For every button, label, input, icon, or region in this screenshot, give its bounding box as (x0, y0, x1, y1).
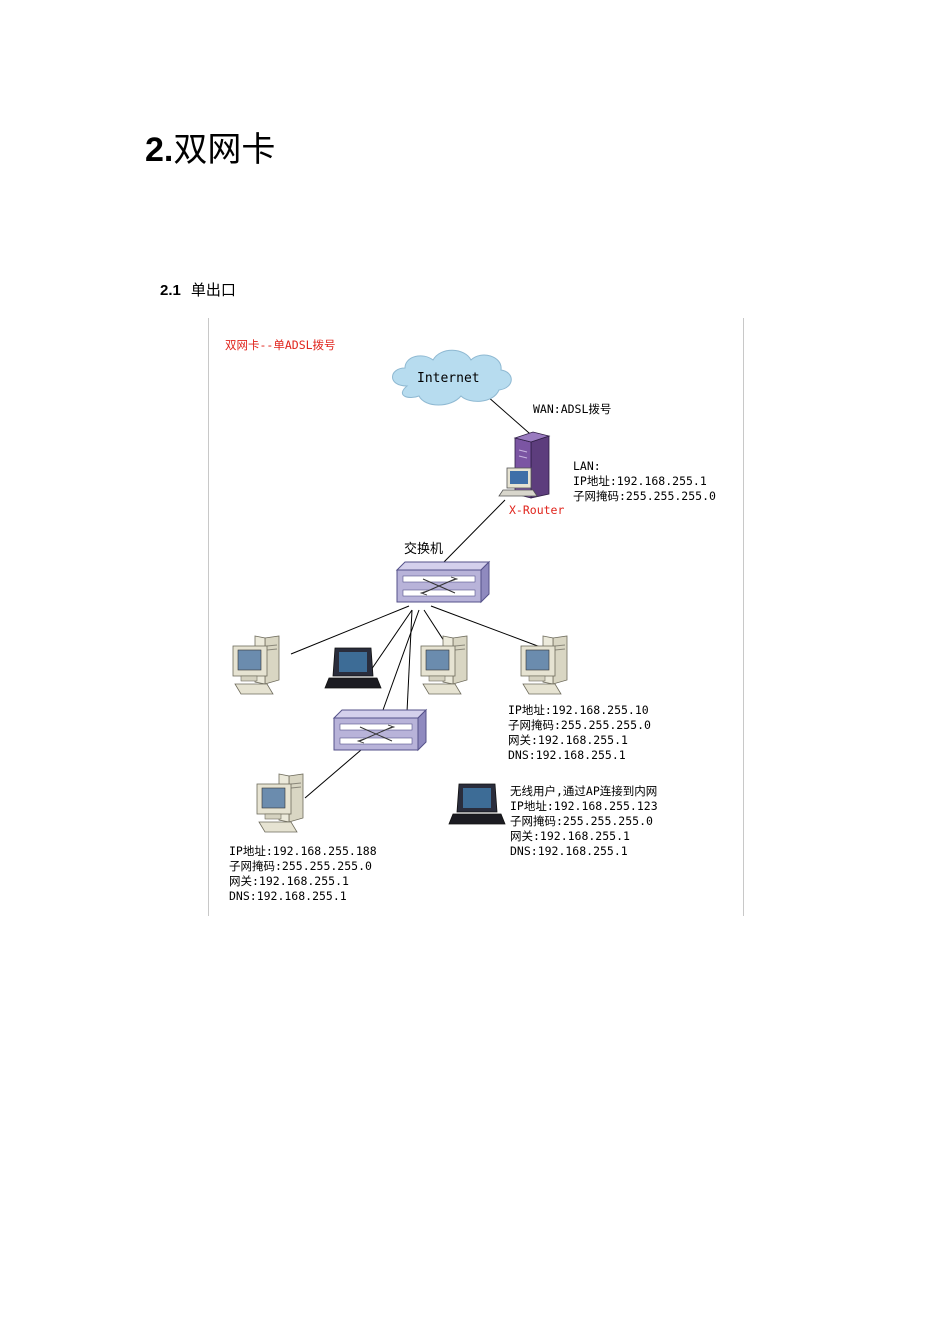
internet-cloud (392, 349, 512, 406)
desktop-pc-icon (232, 635, 280, 695)
wireless-gateway: 网关:192.168.255.1 (510, 829, 630, 843)
internet-label: Internet (417, 371, 480, 386)
pc-bottom-mask: 子网掩码:255.255.255.0 (229, 859, 372, 873)
subsection-number: 2.1 (160, 282, 181, 299)
router-name: X-Router (509, 503, 565, 517)
router-ip: IP地址:192.168.255.1 (573, 474, 707, 488)
router-mask: 子网掩码:255.255.255.0 (573, 489, 716, 503)
router-lan-label: LAN: (573, 459, 601, 473)
pc-right-gateway: 网关:192.168.255.1 (508, 733, 628, 747)
laptop-icon (324, 647, 382, 689)
main-switch-icon (396, 561, 490, 603)
wireless-dns: DNS:192.168.255.1 (510, 844, 628, 858)
diagram-caption: 双网卡--单ADSL拨号 (225, 338, 336, 352)
wan-label: WAN:ADSL拨号 (533, 402, 612, 416)
connection-lines (290, 395, 544, 799)
wireless-ip: IP地址:192.168.255.123 (510, 799, 658, 813)
subsection-heading: 2.1 单出口 (160, 280, 236, 301)
router-server-icon (498, 431, 551, 499)
wireless-laptop-icon (448, 783, 506, 825)
pc-right-mask: 子网掩码:255.255.255.0 (508, 718, 651, 732)
pc-bottom-dns: DNS:192.168.255.1 (229, 889, 347, 903)
pc-bottom-gateway: 网关:192.168.255.1 (229, 874, 349, 888)
section-title: 双网卡 (173, 130, 276, 170)
pc-right-dns: DNS:192.168.255.1 (508, 748, 626, 762)
network-diagram-canvas (232, 349, 568, 833)
switch-label: 交换机 (404, 542, 444, 557)
wireless-mask: 子网掩码:255.255.255.0 (510, 814, 653, 828)
subsection-title: 单出口 (190, 281, 236, 299)
secondary-switch-icon (333, 709, 427, 751)
desktop-pc-icon (256, 773, 304, 833)
wireless-title: 无线用户,通过AP连接到内网 (510, 784, 658, 798)
pc-bottom-ip: IP地址:192.168.255.188 (229, 844, 377, 858)
section-number: 2. (145, 131, 174, 169)
network-diagram: 双网卡--单ADSL拨号 Internet WAN:ADSL拨号 LAN: IP… (208, 318, 744, 916)
section-heading: 2.双网卡 (145, 128, 275, 172)
desktop-pc-icon (520, 635, 568, 695)
desktop-pc-icon (420, 635, 468, 695)
pc-right-ip: IP地址:192.168.255.10 (508, 703, 649, 717)
